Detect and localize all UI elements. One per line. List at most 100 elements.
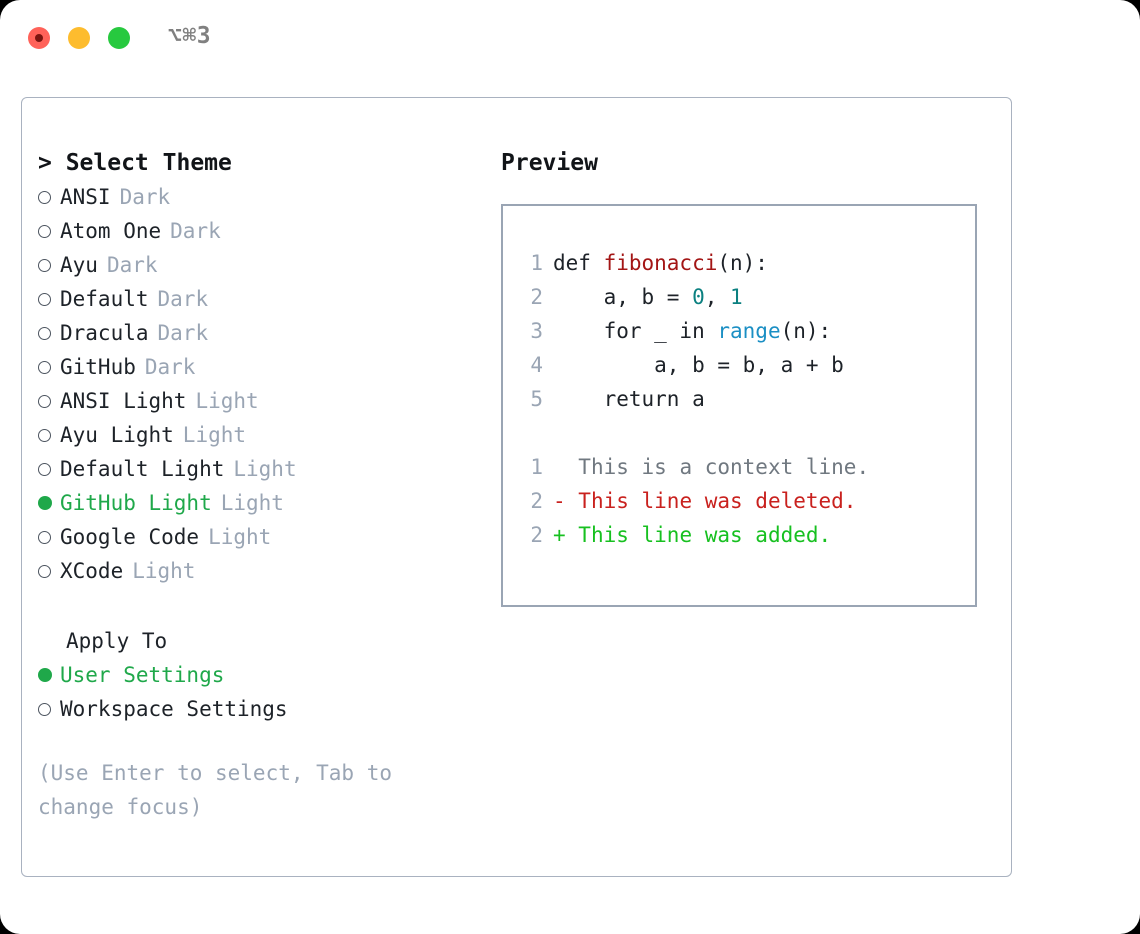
radio-unselected-icon [38,180,60,214]
close-button-icon[interactable] [28,27,50,49]
code-token-plain: for _ in [553,319,718,343]
code-line: 3 for _ in range(n): [517,314,975,348]
radio-circle-icon [38,292,51,306]
minimize-button-icon[interactable] [68,27,90,49]
code-line-number: 1 [530,251,543,275]
apply-to-list-item[interactable]: User Settings [38,658,478,692]
radio-dot-icon [38,668,52,682]
diff-text: This line was deleted. [578,489,857,513]
theme-item-label: Default Light [60,457,225,481]
code-line: 4 a, b = b, a + b [517,348,975,382]
theme-item-variant-badge: Light [195,389,259,413]
theme-item-label: Atom One [60,219,162,243]
radio-dot-icon [38,496,52,510]
theme-item-label: GitHub [60,355,136,379]
code-line-number: 4 [530,353,543,377]
radio-unselected-icon [38,214,60,248]
theme-item-variant-badge: Light [208,525,272,549]
code-line: 5 return a [517,382,975,416]
radio-circle-icon [38,258,51,272]
zoom-button-icon[interactable] [108,27,130,49]
code-line-number: 3 [530,319,543,343]
keyboard-shortcut-label: ⌥⌘3 [168,23,212,49]
theme-item-label: ANSI [60,185,111,209]
code-line-number: 5 [530,387,543,411]
radio-circle-icon [38,190,51,204]
code-token-num: 0 [692,285,705,309]
code-line: 2 a, b = 0, 1 [517,280,975,314]
theme-list-item[interactable]: Default Light Light [38,452,478,486]
radio-unselected-icon [38,248,60,282]
section-spacer [38,588,478,624]
theme-item-variant-badge: Light [233,457,297,481]
radio-unselected-icon [38,350,60,384]
radio-selected-icon [38,486,60,520]
title-bar: ⌥⌘3 [0,0,1140,76]
code-token-builtin: range [717,319,781,343]
radio-circle-icon [38,224,51,238]
apply-to-item-label: User Settings [60,663,225,687]
apply-to-heading: Apply To [66,629,168,653]
radio-unselected-icon [38,384,60,418]
radio-circle-icon [38,428,51,442]
radio-circle-icon [38,564,51,578]
radio-circle-icon [38,360,51,374]
diff-line-number: 2 [530,489,543,513]
code-token-plain: (n): [780,319,832,343]
code-diff-spacer [517,416,975,450]
diff-sign: + [553,523,579,547]
code-token-num: 1 [730,285,743,309]
radio-circle-icon [38,462,51,476]
diff-sample: 1 This is a context line. 2- This line wa… [517,450,975,552]
radio-circle-icon [38,530,51,544]
apply-to-list-item[interactable]: Workspace Settings [38,692,478,726]
theme-item-variant-badge: Dark [157,287,209,311]
theme-item-variant-badge: Light [220,491,284,515]
radio-unselected-icon [38,282,60,316]
theme-item-label: GitHub Light [60,491,212,515]
diff-text: This is a context line. [578,455,870,479]
theme-list-item[interactable]: GitHub Dark [38,350,478,384]
theme-item-variant-badge: Dark [170,219,221,243]
theme-list-item[interactable]: Atom One Dark [38,214,478,248]
preview-heading: Preview [501,150,598,176]
theme-item-variant-badge: Dark [144,355,196,379]
theme-list-item[interactable]: GitHub Light Light [38,486,478,520]
radio-selected-icon [38,658,60,692]
theme-list-item[interactable]: Default Dark [38,282,478,316]
radio-unselected-icon [38,316,60,350]
radio-unselected-icon [38,452,60,486]
diff-line: 2- This line was deleted. [517,484,975,518]
radio-unselected-icon [38,692,60,726]
theme-item-variant-badge: Light [132,559,196,583]
diff-sign [553,455,578,479]
code-line-number: 2 [530,285,543,309]
theme-item-label: ANSI Light [60,389,187,413]
code-token-plain: , [704,285,731,309]
radio-circle-icon [38,394,51,408]
diff-text: This line was added. [578,523,832,547]
radio-unselected-icon [38,520,60,554]
theme-item-label: Ayu Light [60,423,174,447]
theme-item-label: Ayu [60,253,98,277]
theme-list-item[interactable]: ANSI Light Light [38,384,478,418]
diff-line-number: 1 [530,455,543,479]
theme-item-label: Default [60,287,149,311]
theme-item-label: Dracula [60,321,149,345]
code-token-plain: return a [553,387,705,411]
radio-unselected-icon [38,554,60,588]
code-token-plain: a, b = [553,285,693,309]
diff-sign: - [553,489,579,513]
